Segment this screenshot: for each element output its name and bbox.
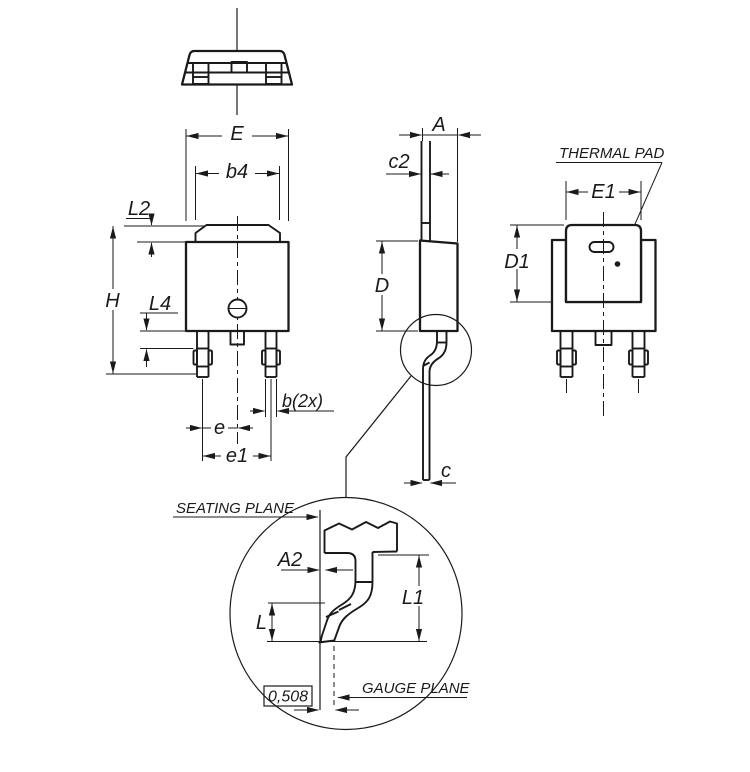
label-mask <box>219 161 255 178</box>
top-view-outline <box>180 49 294 86</box>
front-view: E b4 L2 H L4 <box>103 123 334 467</box>
lead-bump <box>192 349 198 366</box>
side-view: A c2 D c <box>345 114 481 497</box>
lead-bump <box>571 349 577 366</box>
dim-label-A2: A2 <box>277 549 302 571</box>
thermal-pad-outline <box>564 223 643 304</box>
back-left-lead <box>556 331 577 393</box>
gauge-offset-value: 0,508 <box>268 689 308 706</box>
top-view-left-lead <box>192 62 210 85</box>
label-mask <box>221 445 253 463</box>
front-center-stub <box>229 330 245 346</box>
dim-label-L4: L4 <box>149 293 171 315</box>
dim-label-E1: E1 <box>591 181 615 203</box>
back-center-stub <box>594 330 613 346</box>
front-right-lead <box>261 331 281 378</box>
label-mask <box>503 249 531 269</box>
dim-label-H: H <box>105 290 120 312</box>
dim-label-b2x: b(2x) <box>282 391 323 411</box>
thermal-pad-label: THERMAL PAD <box>559 145 664 162</box>
detail-view: SEATING PLANE A2 L L1 GAUGE <box>173 496 471 731</box>
lead-bump <box>556 349 562 366</box>
side-lead-back-face <box>428 331 448 480</box>
dim-label-D: D <box>375 275 389 297</box>
thermal-pad-slot <box>588 241 615 253</box>
lead-bump <box>207 349 213 366</box>
lead-bump <box>261 349 267 366</box>
dim-label-c: c <box>441 460 451 482</box>
dim-label-e1: e1 <box>226 445 248 467</box>
gauge-offset-box <box>263 685 313 707</box>
label-mask <box>400 586 427 606</box>
side-body-outline <box>418 239 459 333</box>
label-mask <box>103 289 123 310</box>
label-mask <box>588 180 619 198</box>
detail-reference-circle <box>399 313 473 387</box>
label-mask <box>222 124 252 142</box>
dim-label-b4: b4 <box>226 161 248 183</box>
detail-body-break <box>323 520 398 553</box>
detail-leader-line <box>345 375 412 497</box>
detail-circle <box>229 496 463 731</box>
detail-body-bottom-right <box>372 550 398 553</box>
back-view: THERMAL PAD E1 D1 <box>503 145 664 416</box>
dim-label-D1: D1 <box>504 251 530 273</box>
detail-body-bottom-left <box>324 552 357 580</box>
detail-lead-tick <box>325 610 339 618</box>
seating-plane-label: SEATING PLANE <box>176 500 295 517</box>
thermal-pad-leader-dot <box>614 261 621 267</box>
top-view <box>180 8 294 115</box>
label-mask <box>372 274 392 295</box>
back-right-lead <box>628 331 649 393</box>
detail-lead-outer-face <box>333 552 374 642</box>
top-view-center-notch <box>230 61 248 74</box>
dim-label-L: L <box>256 612 267 634</box>
gauge-plane-label: GAUGE PLANE <box>362 680 471 697</box>
dim-label-L1: L1 <box>402 587 424 609</box>
side-lead-tick <box>422 361 430 367</box>
dim-label-A: A <box>431 114 445 136</box>
detail-lead-tick <box>338 603 352 611</box>
top-view-right-lead <box>265 62 283 85</box>
dim-label-e: e <box>214 417 225 439</box>
label-mask <box>211 418 228 435</box>
dim-label-c2: c2 <box>388 151 409 173</box>
lead-bump <box>275 349 281 366</box>
front-left-lead <box>192 331 213 378</box>
lead-bump <box>643 349 649 366</box>
lead-bump <box>628 349 634 366</box>
dim-label-E: E <box>230 123 244 145</box>
dim-label-L2: L2 <box>128 198 150 220</box>
